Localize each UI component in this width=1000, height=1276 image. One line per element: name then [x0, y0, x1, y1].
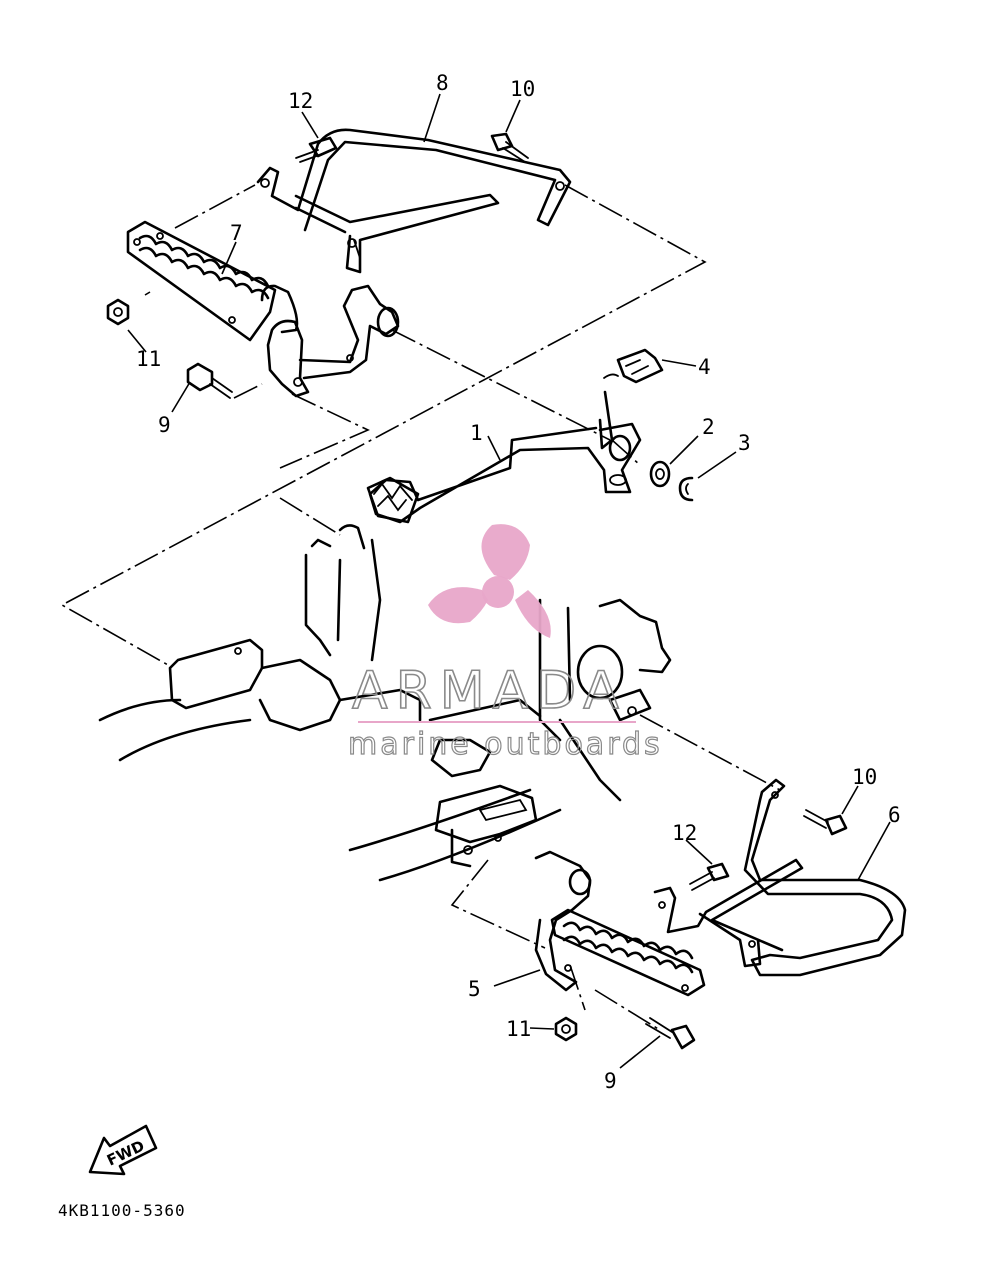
part-6-guard-bar — [653, 778, 907, 977]
watermark-brand: ARMADA — [352, 661, 627, 721]
fwd-arrow-icon: FWD — [88, 1124, 158, 1176]
part-1-brake-pedal — [366, 390, 642, 524]
callout-12-lower: 12 — [672, 821, 697, 845]
lower-fasteners — [554, 809, 848, 1050]
callout-11-lower: 11 — [506, 1017, 531, 1041]
callout-10-upper: 10 — [510, 77, 535, 101]
callout-11-upper: 11 — [136, 347, 161, 371]
upper-footrest-bracket — [260, 284, 400, 398]
part-5-lower-footrest — [534, 850, 706, 997]
parts-2-3-washer-clip — [649, 460, 694, 502]
callout-12-upper: 12 — [288, 89, 313, 113]
callout-3: 3 — [738, 431, 751, 455]
callout-6: 6 — [888, 803, 901, 827]
callout-1: 1 — [470, 421, 483, 445]
propeller-logo-icon — [428, 524, 551, 638]
callout-8: 8 — [436, 71, 449, 95]
watermark-tagline: marine outboards — [348, 727, 663, 762]
leader-lines — [60, 184, 781, 1031]
callout-2: 2 — [702, 415, 715, 439]
part-8-guard-bar — [256, 128, 572, 274]
callout-9-upper: 9 — [158, 413, 171, 437]
callout-10-lower: 10 — [852, 765, 877, 789]
part-7-upper-footrest — [126, 220, 277, 342]
fwd-label: FWD — [104, 1137, 147, 1170]
callout-leaders — [127, 93, 891, 1069]
upper-fasteners — [106, 132, 664, 399]
callout-7: 7 — [230, 221, 243, 245]
watermark: ARMADA marine outboards — [347, 524, 663, 763]
callout-4: 4 — [698, 355, 711, 379]
callout-9-lower: 9 — [604, 1069, 617, 1093]
frame-section — [98, 524, 672, 882]
callout-labels: 12 8 10 7 11 9 4 1 2 3 10 6 12 5 11 9 — [136, 71, 901, 1093]
diagram-code: 4KB1100-5360 — [58, 1201, 186, 1220]
callout-5: 5 — [468, 977, 481, 1001]
